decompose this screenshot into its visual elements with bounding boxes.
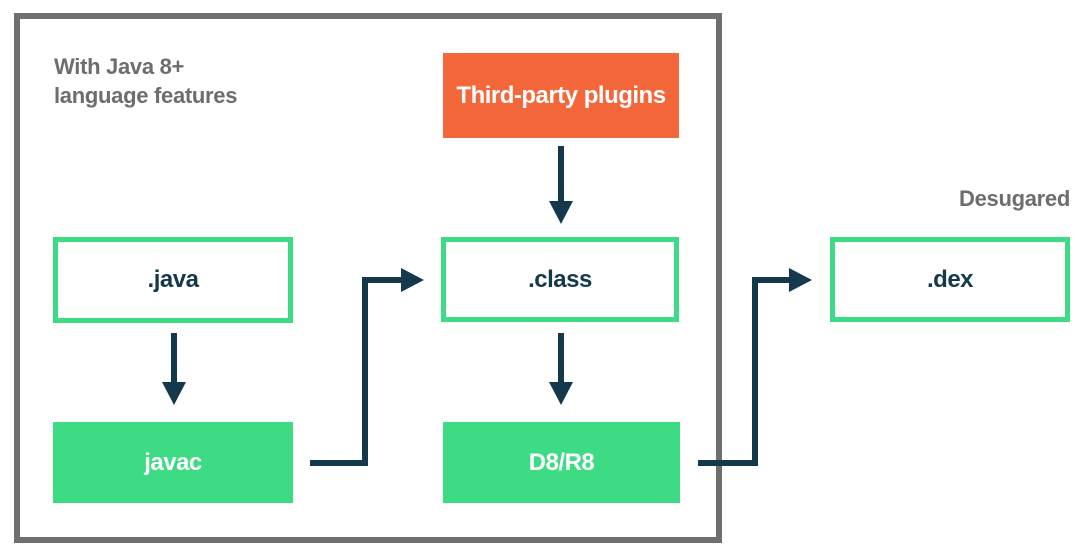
java8-features-label: With Java 8+ language features (54, 52, 237, 110)
node-class-file: .class (441, 237, 679, 322)
desugared-label: Desugared (958, 186, 1070, 211)
node-dex-file: .dex (830, 237, 1070, 322)
node-third-party-plugins-label: Third-party plugins (456, 81, 666, 109)
node-d8r8-compiler-label: D8/R8 (528, 448, 595, 476)
node-java-file: .java (53, 237, 293, 323)
node-d8r8-compiler: D8/R8 (443, 422, 680, 503)
node-third-party-plugins: Third-party plugins (443, 53, 679, 138)
node-class-file-label: .class (528, 265, 592, 293)
node-dex-file-label: .dex (926, 265, 974, 293)
java8-features-line1: With Java 8+ (54, 54, 185, 79)
node-java-file-label: .java (147, 266, 199, 293)
node-javac-compiler-label: javac (144, 448, 202, 476)
node-javac-compiler: javac (53, 422, 293, 503)
java8-features-line2: language features (54, 83, 238, 108)
